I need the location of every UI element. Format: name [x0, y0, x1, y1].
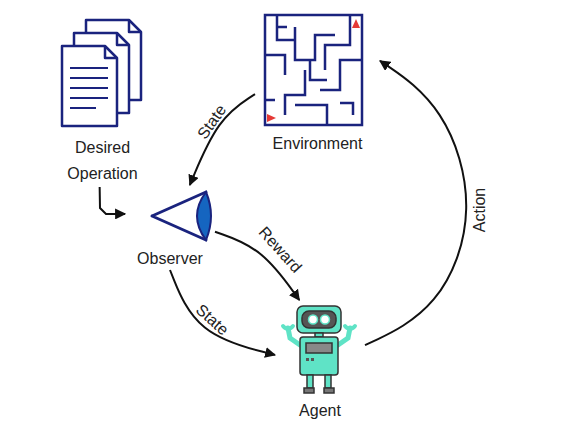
node-label: Observer	[115, 248, 225, 270]
document-node: Desired Operation	[55, 15, 150, 187]
edge-label: Action	[471, 188, 489, 232]
document-stack-icon	[62, 20, 141, 126]
observer-node: Observer	[125, 185, 215, 270]
flow-arrow	[100, 187, 125, 214]
maze-icon	[265, 15, 362, 125]
flow-arrow	[190, 94, 255, 185]
node-label-group: Observer	[115, 248, 225, 270]
edge-label: State	[192, 301, 232, 339]
node-label: Environment	[245, 133, 390, 155]
node-label: Agent	[265, 400, 375, 422]
agent-node: Agent	[275, 300, 365, 422]
node-label: Desired Operation	[45, 135, 160, 187]
node-label-group: Desired Operation	[45, 135, 160, 187]
robot-icon	[283, 306, 355, 393]
edge-label: Reward	[255, 223, 305, 276]
flow-arrow	[365, 61, 466, 345]
edge-label: State	[194, 102, 230, 143]
node-label-group: Environment	[245, 133, 390, 155]
flow-arrow	[170, 270, 275, 355]
node-label-group: Agent	[265, 400, 375, 422]
eye-icon	[152, 192, 211, 240]
environment-node: Environment	[255, 10, 380, 155]
